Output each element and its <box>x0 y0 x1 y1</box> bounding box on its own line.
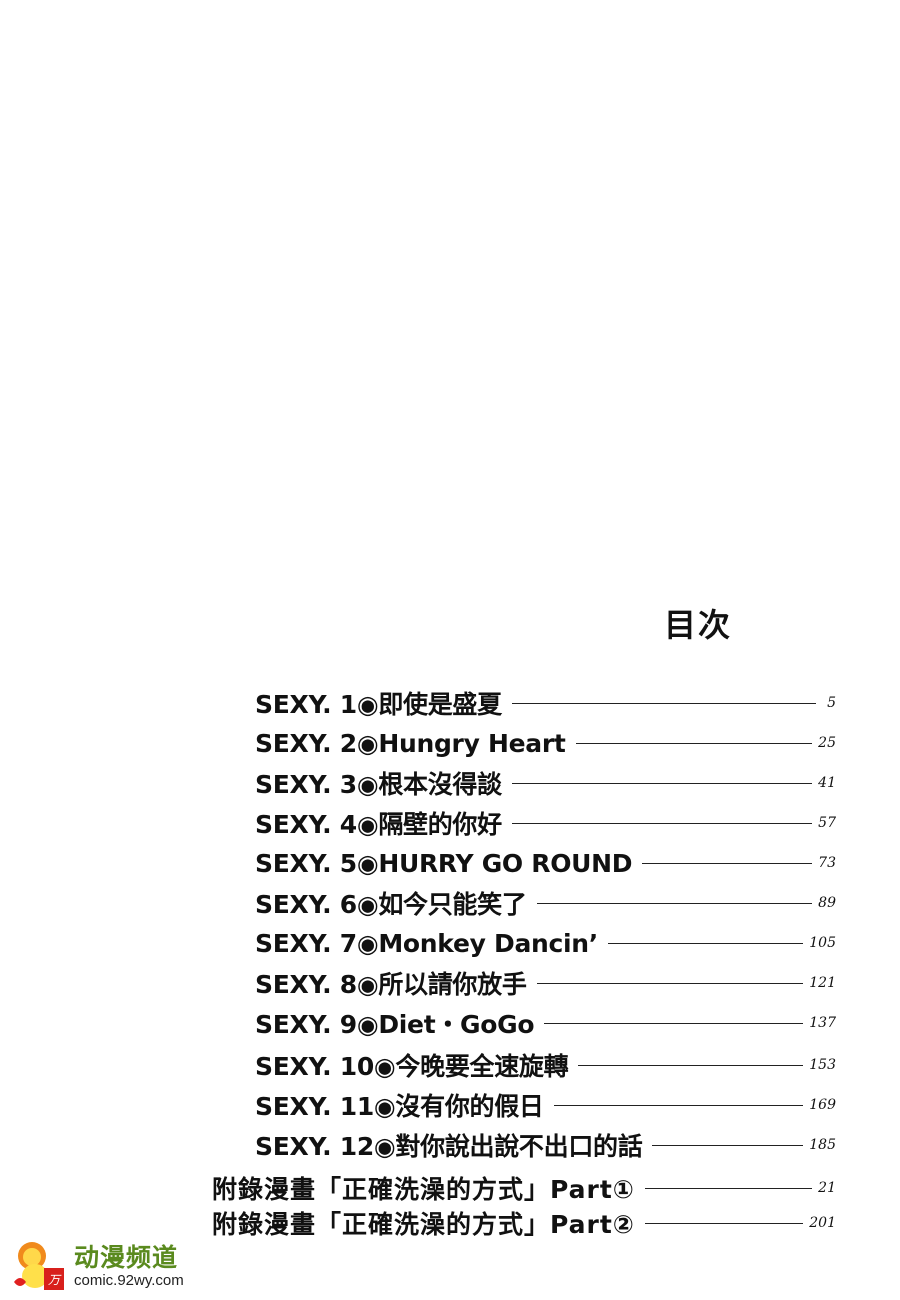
leader-line <box>511 782 813 784</box>
leader-line <box>575 742 813 744</box>
chapter-title: SEXY. 10◉今晚要全速旋轉 <box>255 1052 569 1081</box>
chapter-title: SEXY. 3◉根本沒得談 <box>255 770 502 799</box>
page-number: 73 <box>818 855 836 871</box>
leader-line <box>642 862 813 864</box>
toc-entry[interactable]: SEXY. 9◉Diet・GoGo 137 <box>255 1007 836 1039</box>
chapter-title: SEXY. 8◉所以請你放手 <box>255 970 527 999</box>
toc-entry[interactable]: SEXY. 7◉Monkey Dancin’ 105 <box>255 927 836 959</box>
appendix-title: 附錄漫畫「正確洗澡的方式」Part② <box>212 1210 635 1239</box>
watermark-name: 动漫频道 <box>74 1243 179 1272</box>
leader-line <box>608 942 804 944</box>
page-number: 89 <box>818 895 836 911</box>
lion-mascot-icon: 万 <box>14 1242 64 1290</box>
page-number: 153 <box>809 1057 836 1073</box>
svg-text:万: 万 <box>48 1273 62 1287</box>
page-number: 21 <box>818 1180 836 1196</box>
page-number: 185 <box>809 1137 836 1153</box>
chapter-title: SEXY. 1◉即使是盛夏 <box>255 690 502 719</box>
page-number: 5 <box>827 695 836 711</box>
leader-line <box>553 1104 804 1106</box>
toc-entry[interactable]: SEXY. 5◉HURRY GO ROUND 73 <box>255 847 836 879</box>
page-number: 169 <box>809 1097 836 1113</box>
watermark-url: comic.92wy.com <box>74 1272 184 1289</box>
leader-line <box>644 1222 804 1224</box>
chapter-title: SEXY. 12◉對你說出說不出口的話 <box>255 1132 643 1161</box>
chapter-title: SEXY. 7◉Monkey Dancin’ <box>255 928 598 958</box>
page-number: 25 <box>818 735 836 751</box>
toc-entry[interactable]: SEXY. 3◉根本沒得談 41 <box>255 767 836 799</box>
toc-entry[interactable]: SEXY. 8◉所以請你放手 121 <box>255 967 836 999</box>
toc-entry[interactable]: SEXY. 4◉隔壁的你好 57 <box>255 807 836 839</box>
leader-line <box>536 902 813 904</box>
chapter-title: SEXY. 9◉Diet・GoGo <box>255 1010 535 1039</box>
leader-line <box>511 702 816 704</box>
toc-entry[interactable]: SEXY. 1◉即使是盛夏 5 <box>255 687 836 719</box>
chapter-title: SEXY. 5◉HURRY GO ROUND <box>255 848 633 878</box>
appendix-entry[interactable]: 附錄漫畫「正確洗澡的方式」Part① 21 <box>212 1172 836 1204</box>
page-number: 137 <box>809 1015 836 1031</box>
leader-line <box>544 1022 804 1024</box>
chapter-title: SEXY. 6◉如今只能笑了 <box>255 890 527 919</box>
watermark-logo: 万 动漫频道 comic.92wy.com <box>6 1236 196 1294</box>
toc-title: 目次 <box>664 606 733 644</box>
leader-line <box>511 822 813 824</box>
appendix-entry[interactable]: 附錄漫畫「正確洗澡的方式」Part② 201 <box>212 1207 836 1239</box>
leader-line <box>536 982 804 984</box>
page-number: 105 <box>809 935 836 951</box>
toc-entry[interactable]: SEXY. 11◉沒有你的假日 169 <box>255 1089 836 1121</box>
toc-entry[interactable]: SEXY. 6◉如今只能笑了 89 <box>255 887 836 919</box>
toc-entry[interactable]: SEXY. 12◉對你說出說不出口的話 185 <box>255 1129 836 1161</box>
leader-line <box>578 1064 804 1066</box>
leader-line <box>644 1187 813 1189</box>
chapter-title: SEXY. 4◉隔壁的你好 <box>255 810 502 839</box>
page-number: 41 <box>818 775 836 791</box>
page-number: 201 <box>809 1215 836 1231</box>
chapter-title: SEXY. 2◉Hungry Heart <box>255 728 566 758</box>
toc-entry[interactable]: SEXY. 10◉今晚要全速旋轉 153 <box>255 1049 836 1081</box>
page-number: 121 <box>809 975 836 991</box>
toc-entry[interactable]: SEXY. 2◉Hungry Heart 25 <box>255 727 836 759</box>
page-number: 57 <box>818 815 836 831</box>
appendix-title: 附錄漫畫「正確洗澡的方式」Part① <box>212 1175 635 1204</box>
leader-line <box>652 1144 804 1146</box>
chapter-title: SEXY. 11◉沒有你的假日 <box>255 1092 544 1121</box>
